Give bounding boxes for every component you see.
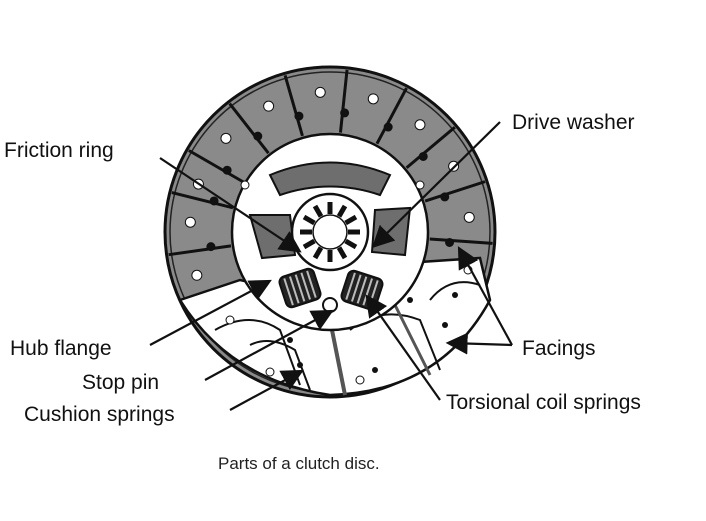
leader-lines <box>149 121 513 411</box>
hub-spline <box>336 246 348 260</box>
leader-facings-b <box>445 332 513 355</box>
rivet-hole <box>294 111 304 121</box>
rivet-hole <box>440 192 450 202</box>
facing-segment-divider <box>405 126 456 169</box>
rivet-hole <box>209 196 219 206</box>
leader-friction-ring <box>159 157 302 253</box>
rivet-hole <box>222 165 232 175</box>
facing-segment-divider <box>338 69 349 133</box>
facing-segment-divider <box>168 244 232 257</box>
facing-segment-divider <box>429 237 493 245</box>
leader-drive-washer <box>371 121 501 249</box>
rivet-hole <box>263 100 275 112</box>
facing-segment-divider <box>171 191 234 210</box>
label-friction-ring: Friction ring <box>4 139 114 162</box>
rivet-hole <box>184 216 196 228</box>
hub-spline <box>312 204 324 218</box>
rivet-hole <box>414 119 426 131</box>
label-torsional-coil-springs: Torsional coil springs <box>446 391 641 414</box>
splined-hub <box>290 192 370 272</box>
facing-segment-divider <box>375 87 408 145</box>
figure-caption: Parts of a clutch disc. <box>218 454 380 473</box>
hub-spline <box>344 238 358 250</box>
facing-segment-divider <box>424 180 486 203</box>
hub-spline <box>312 246 324 260</box>
leader-facings-a <box>457 246 513 346</box>
rivet-hole <box>314 86 326 98</box>
rivet-hole <box>206 242 216 252</box>
facing-segment-divider <box>283 74 304 137</box>
hub-spline <box>302 238 316 250</box>
rivet-hole <box>463 211 475 223</box>
hub-spline <box>336 204 348 218</box>
leader-cushion-springs <box>229 369 304 411</box>
rivet-hole <box>191 269 203 281</box>
label-drive-washer: Drive washer <box>512 111 635 134</box>
hub-spline <box>302 214 316 226</box>
rivet-hole <box>383 122 393 132</box>
leader-hub-flange <box>149 279 272 346</box>
rivet-hole <box>220 132 232 144</box>
label-stop-pin: Stop pin <box>82 371 160 394</box>
rivet-hole <box>367 93 379 105</box>
rivet-hole <box>253 131 263 141</box>
hub-spline <box>344 214 358 226</box>
facing-segment-divider <box>228 102 270 155</box>
rivet-hole <box>340 108 350 118</box>
rivet-hole <box>418 151 428 161</box>
leader-stop-pin <box>204 309 334 381</box>
label-facings: Facings <box>522 337 596 360</box>
leader-torsional-coil-springs <box>365 294 441 401</box>
rivet-hole <box>445 237 455 247</box>
label-cushion-springs: Cushion springs <box>24 403 175 426</box>
facing-segment-divider <box>188 149 245 184</box>
label-hub-flange: Hub flange <box>10 337 112 360</box>
